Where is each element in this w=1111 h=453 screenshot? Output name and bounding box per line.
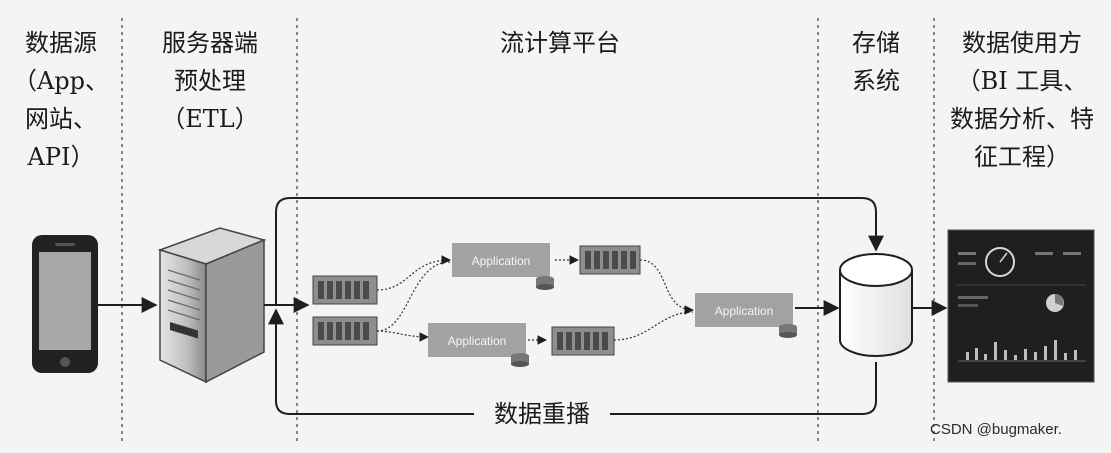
database-icon <box>840 254 912 356</box>
application-box-1: Application <box>452 243 554 290</box>
watermark: CSDN @bugmaker. <box>930 421 1062 438</box>
application-label: Application <box>448 334 507 348</box>
application-box-3: Application <box>695 293 797 338</box>
input-queue-bottom <box>313 317 377 345</box>
intermediate-queue-top <box>580 246 640 274</box>
column-header-source: 数据源 （App、 网站、 API） <box>6 24 116 176</box>
intermediate-queue-bottom <box>552 327 614 355</box>
dashboard-icon <box>948 230 1094 382</box>
data-replay-label: 数据重播 <box>474 396 610 432</box>
column-header-etl: 服务器端 预处理 （ETL） <box>130 24 290 138</box>
column-header-storage: 存储 系统 <box>824 24 928 100</box>
column-header-consumer: 数据使用方 （BI 工具、 数据分析、特 征工程） <box>936 24 1108 176</box>
column-header-stream: 流计算平台 <box>450 24 670 62</box>
input-queue-top <box>313 276 377 304</box>
server-icon <box>160 228 264 382</box>
phone-icon <box>32 235 98 373</box>
application-label: Application <box>715 304 774 318</box>
application-box-2: Application <box>428 323 529 367</box>
application-label: Application <box>472 254 531 268</box>
